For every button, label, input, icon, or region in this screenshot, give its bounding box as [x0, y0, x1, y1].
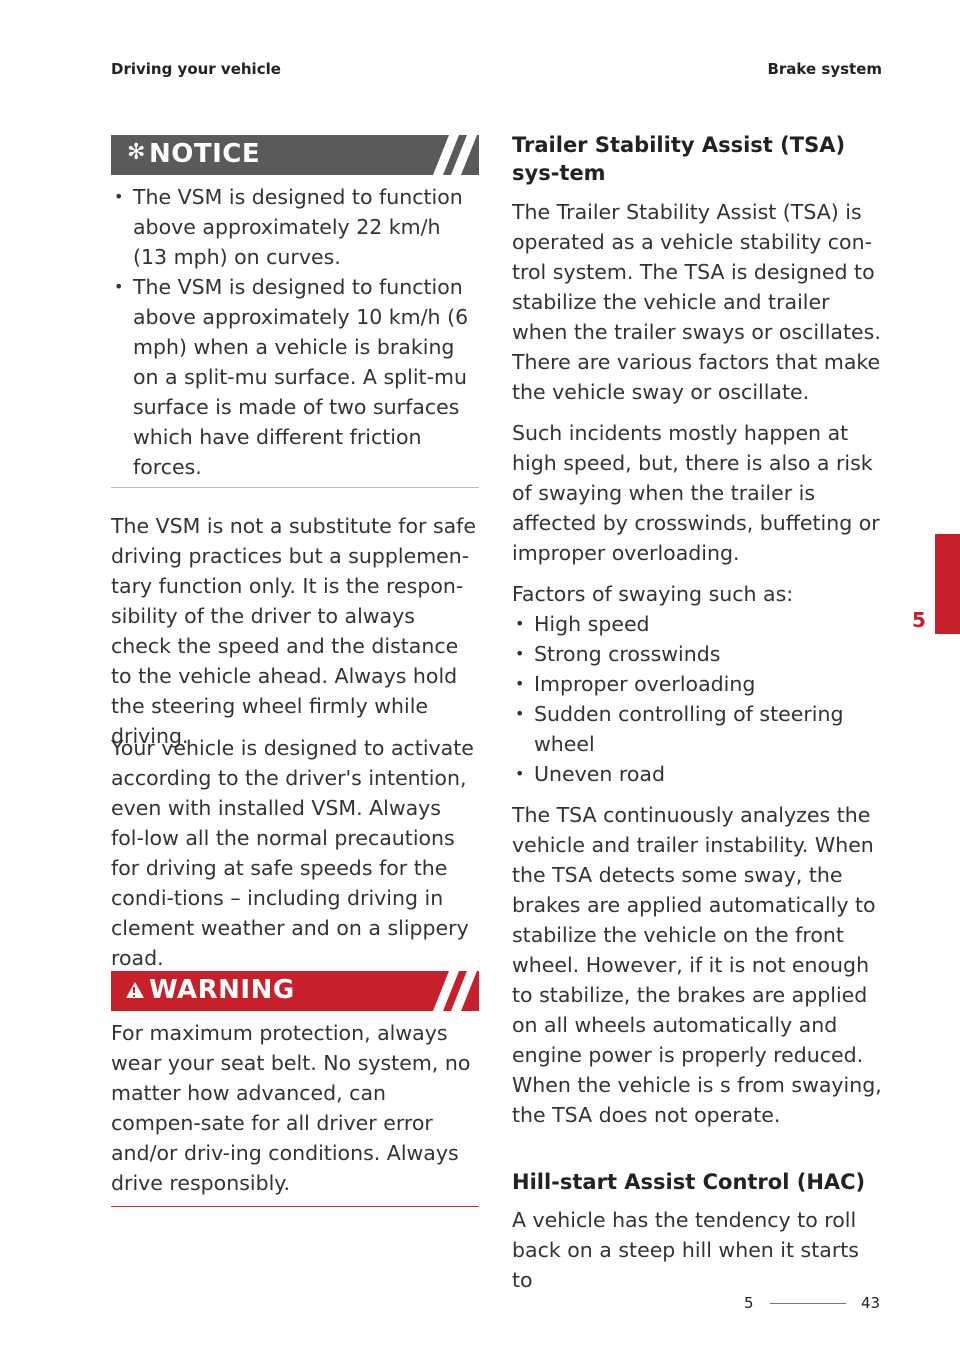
notice-label: NOTICE	[149, 139, 261, 169]
warning-text: For maximum protection, always wear your…	[111, 1021, 471, 1195]
running-header-topic: Brake system	[767, 60, 882, 78]
list-item: Improper overloading	[512, 669, 882, 699]
tsa-paragraph-1: The Trailer Stability Assist (TSA) is op…	[512, 200, 881, 404]
paragraph-vehicle-activation: Your vehicle is designed to activate acc…	[111, 733, 479, 973]
tsa-heading: Trailer Stability Assist (TSA) sys-tem	[512, 133, 846, 185]
hac-section: Hill-start Assist Control (HAC) A vehicl…	[512, 1168, 882, 1295]
tsa-factors-list: High speed Strong crosswinds Improper ov…	[512, 609, 882, 789]
footer-divider	[770, 1303, 846, 1304]
diagonal-stripes-icon	[433, 135, 477, 175]
notice-item: The VSM is designed to function above ap…	[111, 182, 479, 272]
diagonal-stripes-icon	[433, 971, 477, 1011]
notice-list: The VSM is designed to function above ap…	[111, 182, 479, 482]
footer-chapter-number: 5	[744, 1294, 754, 1312]
list-item: Sudden controlling of steering wheel	[512, 699, 882, 759]
hac-paragraph-1: A vehicle has the tendency to roll back …	[512, 1208, 859, 1292]
notice-asterisk-icon: ✻	[127, 140, 146, 165]
hac-heading: Hill-start Assist Control (HAC)	[512, 1170, 866, 1194]
list-item: Uneven road	[512, 759, 882, 789]
list-item: High speed	[512, 609, 882, 639]
notice-divider	[111, 487, 479, 488]
paragraph-vsm-not-substitute: The VSM is not a substitute for safe dri…	[111, 511, 479, 751]
chapter-side-tab	[935, 534, 960, 634]
warning-label: WARNING	[149, 975, 295, 1005]
warning-banner: WARNING	[111, 971, 479, 1011]
chapter-tab-number: 5	[912, 608, 926, 632]
warning-body: For maximum protection, always wear your…	[111, 1018, 479, 1198]
running-header-section: Driving your vehicle	[111, 60, 281, 78]
paragraph-text: Your vehicle is designed to activate acc…	[111, 736, 474, 970]
notice-item: The VSM is designed to function above ap…	[111, 272, 479, 482]
tsa-factors-intro: Factors of swaying such as:	[512, 582, 794, 606]
tsa-section: Trailer Stability Assist (TSA) sys-tem T…	[512, 131, 882, 1130]
list-item: Strong crosswinds	[512, 639, 882, 669]
footer-page-number: 43	[861, 1294, 881, 1312]
warning-divider	[111, 1206, 479, 1207]
tsa-paragraph-2: Such incidents mostly happen at high spe…	[512, 421, 880, 565]
notice-banner: ✻ NOTICE	[111, 135, 479, 175]
tsa-paragraph-3: The TSA continuously analyzes the vehicl…	[512, 803, 882, 1127]
paragraph-text: The VSM is not a substitute for safe dri…	[111, 514, 477, 748]
